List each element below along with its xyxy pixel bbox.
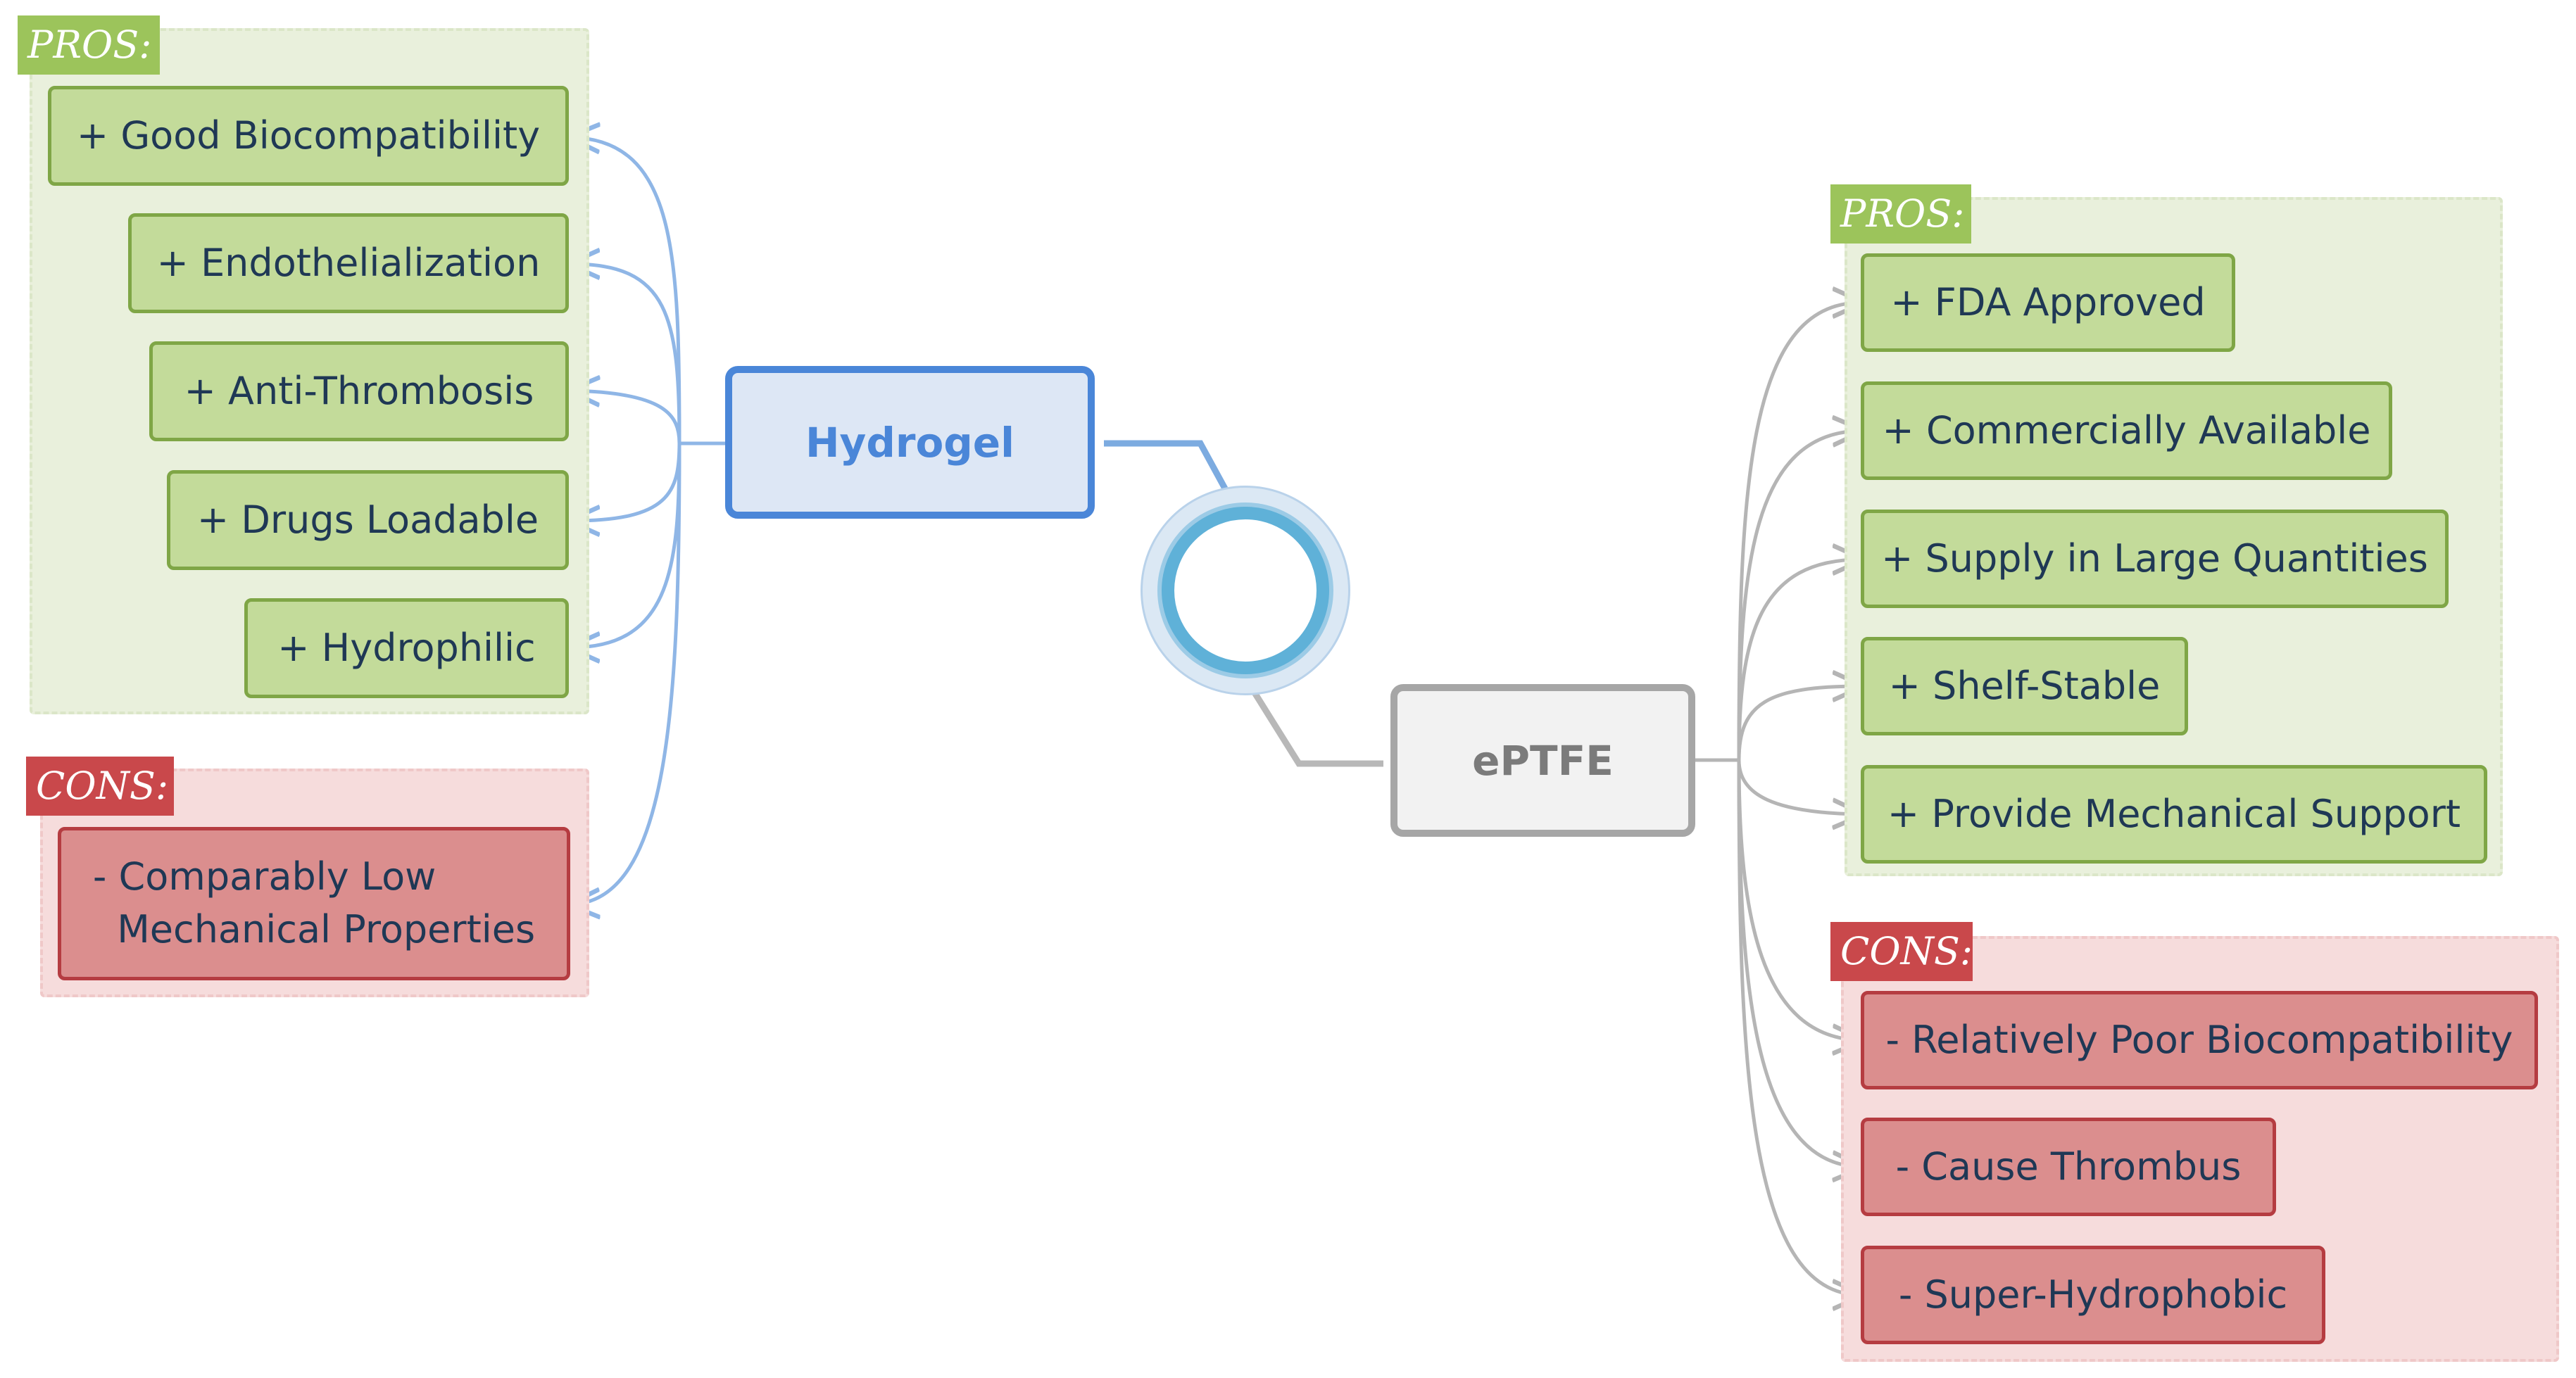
branch-super-hydrophobic <box>1737 759 1861 1295</box>
eptfe-con-cause-thrombus: - Cause Thrombus <box>1861 1118 2276 1216</box>
hydrogel-pro-drugs-loadable: + Drugs Loadable <box>167 470 569 570</box>
branch-supply-large <box>1737 560 1861 761</box>
eptfe-pro-commercially-available: + Commercially Available <box>1861 381 2392 480</box>
hydrogel-pros-label: PROS: <box>18 15 160 75</box>
hydrogel-con-low-mechanical: - Comparably Low Mechanical Properties <box>58 827 570 980</box>
eptfe-con-poor-biocompatibility: - Relatively Poor Biocompatibility <box>1861 991 2538 1089</box>
hydrogel-pro-endothelialization: + Endothelialization <box>128 213 569 313</box>
hydrogel-topic: Hydrogel <box>725 366 1095 519</box>
eptfe-pro-fda-approved: + FDA Approved <box>1861 253 2235 352</box>
eptfe-cons-label: CONS: <box>1830 922 1973 981</box>
branch-commercially-available <box>1737 431 1861 761</box>
hydrogel-pro-anti-thrombosis: + Anti-Thrombosis <box>149 341 569 441</box>
eptfe-topic: ePTFE <box>1390 684 1695 837</box>
eptfe-pro-shelf-stable: + Shelf-Stable <box>1861 637 2188 735</box>
branch-shelf-stable <box>1737 686 1861 761</box>
branch-mechanical-support <box>1737 759 1861 814</box>
branch-endothelialization <box>572 264 681 444</box>
branch-anti-thrombosis <box>572 391 681 444</box>
branch-low-mechanical <box>572 443 681 904</box>
branch-good-biocompatibility <box>572 137 681 444</box>
eptfe-con-super-hydrophobic: - Super-Hydrophobic <box>1861 1246 2325 1344</box>
hydrogel-pro-hydrophilic: + Hydrophilic <box>244 598 569 698</box>
eptfe-center-link <box>1243 677 1383 767</box>
eptfe-pro-mechanical-support: + Provide Mechanical Support <box>1861 765 2487 864</box>
center-ring-core <box>1162 507 1329 674</box>
eptfe-pros-label: PROS: <box>1830 184 1971 244</box>
eptfe-pro-supply-large: + Supply in Large Quantities <box>1861 510 2449 608</box>
hydrogel-pro-good-biocompatibility: + Good Biocompatibility <box>48 86 569 186</box>
hydrogel-cons-label: CONS: <box>26 757 174 816</box>
